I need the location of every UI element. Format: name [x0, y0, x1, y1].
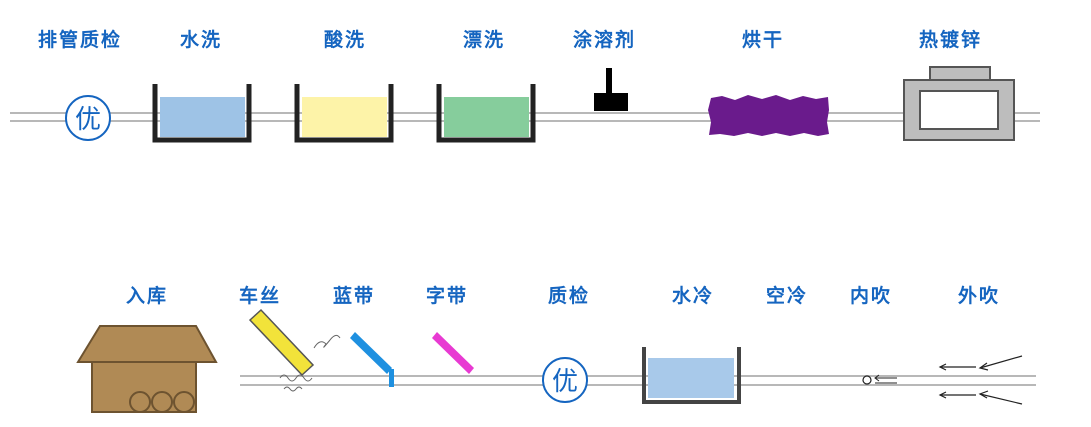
- rinse-tank: [436, 84, 536, 143]
- galvanizing-furnace: [903, 66, 1015, 141]
- label-external-blow: 外吹: [958, 285, 1001, 307]
- label-pipe-inspection: 排管质检: [38, 29, 123, 51]
- quality-mark-bottom: 优: [542, 357, 588, 403]
- svg-text:优: 优: [552, 367, 578, 397]
- warehouse: [76, 325, 218, 413]
- blue-band-marker: [350, 332, 394, 387]
- acid-wash-tank: [294, 84, 394, 143]
- label-quality-check: 质检: [548, 285, 591, 307]
- text-band-marker: [432, 332, 474, 374]
- label-blue-band: 蓝带: [333, 285, 376, 307]
- label-drying: 烘干: [742, 29, 785, 51]
- label-acid-wash: 酸洗: [324, 29, 367, 51]
- label-internal-blow: 内吹: [850, 285, 893, 307]
- label-water-wash: 水洗: [180, 29, 223, 51]
- water-cooling-tank: [642, 347, 741, 404]
- label-solvent-coating: 涂溶剂: [573, 29, 637, 51]
- label-warehousing: 入库: [126, 285, 169, 307]
- drying-oven: [708, 95, 829, 136]
- label-threading: 车丝: [239, 285, 282, 307]
- quality-mark-top: 优: [65, 95, 111, 141]
- label-water-cooling: 水冷: [672, 285, 715, 307]
- threading-tool: [248, 308, 341, 392]
- label-text-band: 字带: [426, 285, 469, 307]
- label-hot-galvanizing: 热镀锌: [919, 29, 983, 51]
- internal-blow-nozzle: [862, 374, 897, 385]
- svg-text:优: 优: [75, 105, 101, 135]
- bottom-pipe: [240, 375, 1036, 386]
- label-air-cooling: 空冷: [766, 285, 809, 307]
- external-blow-arrows: [938, 355, 1023, 405]
- water-wash-tank: [152, 84, 252, 143]
- label-rinse: 漂洗: [463, 29, 506, 51]
- solvent-nozzle: [594, 68, 628, 111]
